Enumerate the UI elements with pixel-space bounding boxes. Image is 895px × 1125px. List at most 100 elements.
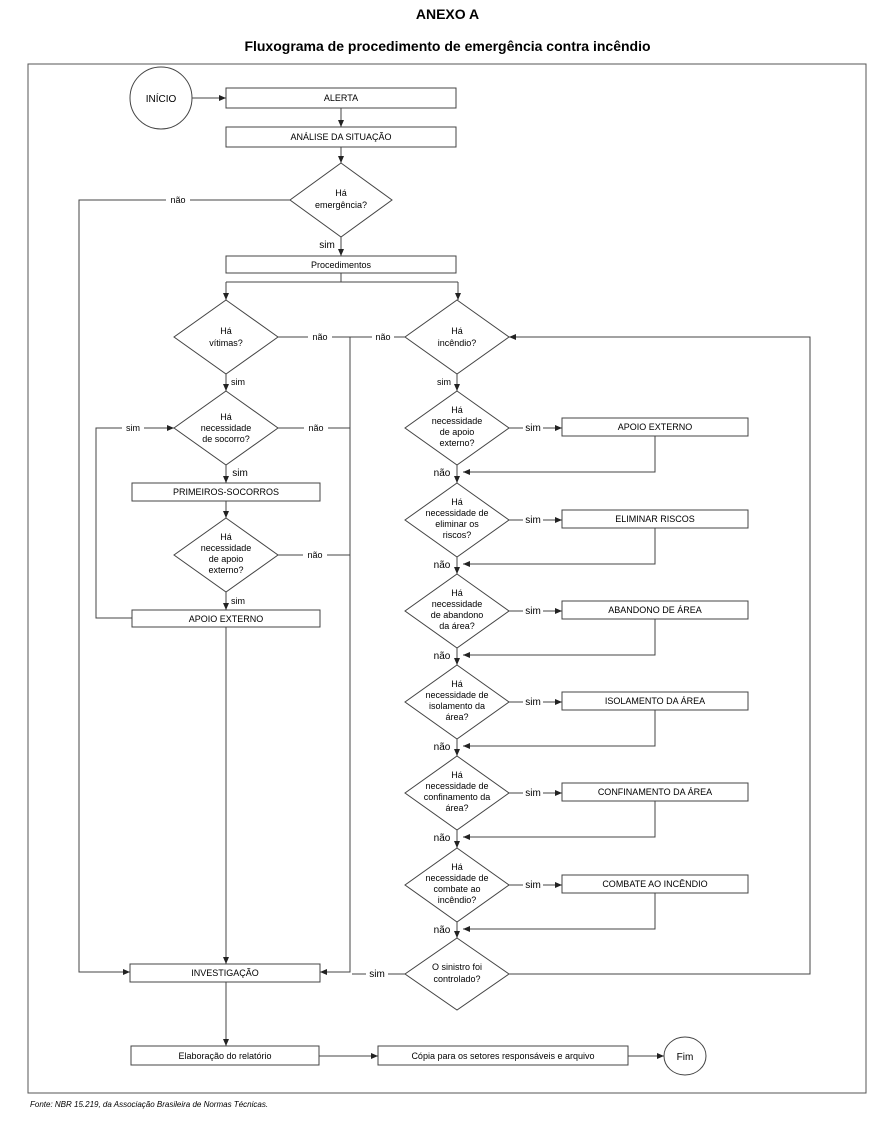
decision-confine-area-line-3: confinamento da (424, 792, 491, 802)
label-nao-external-left: não (307, 550, 322, 560)
external-support-left-decision: Há necessidade de apoio externo? (173, 517, 279, 593)
decision-abandon-area-line-2: necessidade (432, 599, 483, 609)
label-nao-fire: não (375, 332, 390, 342)
emergency-decision: Há emergência? (289, 162, 393, 238)
procedures-label: Procedimentos (311, 260, 372, 270)
rescue-line-2: necessidade (201, 423, 252, 433)
decision-external-support-line-4: externo? (439, 438, 474, 448)
decision-fight-fire-line-2: necessidade de (425, 873, 488, 883)
external-support-left-line-1: Há (220, 532, 232, 542)
victims-line-1: Há (220, 326, 232, 336)
copy-archive-label: Cópia para os setores responsáveis e arq… (411, 1051, 594, 1061)
decision-isolate-area-line-3: isolamento da (429, 701, 485, 711)
label-nao-d5: não (434, 833, 451, 844)
rescue-line-1: Há (220, 412, 232, 422)
alert-label: ALERTA (324, 93, 358, 103)
page-title: Fluxograma de procedimento de emergência… (244, 38, 651, 54)
decision-external-support-line-2: necessidade (432, 416, 483, 426)
action-isolate-area: ISOLAMENTO DA ÁREA (561, 691, 749, 711)
label-sim-d1: sim (525, 423, 541, 434)
label-sim-d2: sim (525, 515, 541, 526)
external-support-left-line-3: de apoio (209, 554, 244, 564)
label-nao-d4: não (434, 742, 451, 753)
decision-isolate-area: Há necessidade de isolamento da área? (404, 664, 510, 740)
action-external-support: APOIO EXTERNO (561, 417, 749, 437)
decision-eliminate-risks: Há necessidade de eliminar os riscos? (404, 482, 510, 558)
label-nao-rescue: não (308, 423, 323, 433)
label-sim-d6: sim (525, 880, 541, 891)
decision-abandon-area-line-3: de abandono (431, 610, 484, 620)
decision-external-support-line-1: Há (451, 405, 463, 415)
decision-confine-area: Há necessidade de confinamento da área? (404, 755, 510, 831)
rescue-decision: Há necessidade de socorro? (173, 390, 279, 466)
action-eliminate-risks-label: ELIMINAR RISCOS (615, 514, 695, 524)
decision-controlled: O sinistro foi controlado? (404, 937, 510, 1011)
decision-confine-area-line-1: Há (451, 770, 463, 780)
fire-line-1: Há (451, 326, 463, 336)
decision-external-support: Há necessidade de apoio externo? (404, 390, 510, 466)
emergency-line-1: Há (335, 188, 347, 198)
victims-line-2: vítimas? (209, 338, 243, 348)
label-sim-d3: sim (525, 606, 541, 617)
external-support-left-line-2: necessidade (201, 543, 252, 553)
external-support-left-line-4: externo? (208, 565, 243, 575)
analysis-box: ANÁLISE DA SITUAÇÃO (225, 126, 457, 148)
analysis-label: ANÁLISE DA SITUAÇÃO (290, 132, 391, 142)
label-nao-emergency: não (170, 195, 185, 205)
action-isolate-area-label: ISOLAMENTO DA ÁREA (605, 696, 705, 706)
first-aid-label: PRIMEIROS-SOCORROS (173, 487, 279, 497)
procedures-box: Procedimentos (225, 255, 457, 274)
external-support-left-box: APOIO EXTERNO (131, 609, 321, 628)
investigation-box: INVESTIGAÇÃO (129, 963, 321, 983)
decision-isolate-area-line-2: necessidade de (425, 690, 488, 700)
label-nao-d1: não (434, 468, 451, 479)
decision-fight-fire-line-3: combate ao (433, 884, 480, 894)
decision-external-support-line-3: de apoio (440, 427, 475, 437)
emergency-line-2: emergência? (315, 200, 367, 210)
decision-confine-area-line-4: área? (445, 803, 468, 813)
label-sim-external-left: sim (231, 596, 245, 606)
label-sim-victims: sim (231, 377, 245, 387)
copy-archive-box: Cópia para os setores responsáveis e arq… (377, 1045, 629, 1066)
label-nao-d3: não (434, 651, 451, 662)
decision-isolate-area-line-1: Há (451, 679, 463, 689)
start-node: INÍCIO (129, 66, 193, 130)
annex-label: ANEXO A (415, 6, 480, 22)
label-sim-emergency: sim (319, 240, 335, 251)
external-support-left-label: APOIO EXTERNO (189, 614, 264, 624)
action-abandon-area: ABANDONO DE ÁREA (561, 600, 749, 620)
decision-fight-fire: Há necessidade de combate ao incêndio? (404, 847, 510, 923)
decision-abandon-area: Há necessidade de abandono da área? (404, 573, 510, 649)
label-sim-controlled: sim (369, 969, 385, 980)
decision-eliminate-risks-line-4: riscos? (443, 530, 472, 540)
label-nao-d2: não (434, 560, 451, 571)
label-nao-victims: não (312, 332, 327, 342)
decision-abandon-area-line-1: Há (451, 588, 463, 598)
label-sim-d4: sim (525, 697, 541, 708)
fire-line-2: incêndio? (438, 338, 477, 348)
end-node: Fim (663, 1036, 707, 1076)
decision-controlled-line-1: O sinistro foi (432, 962, 482, 972)
decision-eliminate-risks-line-3: eliminar os (435, 519, 479, 529)
label-sim-d5: sim (525, 788, 541, 799)
victims-decision: Há vítimas? (173, 299, 279, 375)
decision-eliminate-risks-line-1: Há (451, 497, 463, 507)
decision-eliminate-risks-line-2: necessidade de (425, 508, 488, 518)
investigation-label: INVESTIGAÇÃO (191, 968, 259, 978)
end-label: Fim (677, 1052, 694, 1063)
decision-fight-fire-line-1: Há (451, 862, 463, 872)
action-external-support-label: APOIO EXTERNO (618, 422, 693, 432)
start-label: INÍCIO (146, 92, 177, 105)
diagram-frame (27, 63, 867, 1094)
action-fight-fire-label: COMBATE AO INCÊNDIO (602, 879, 707, 889)
label-sim-rescue-loop: sim (126, 423, 140, 433)
label-sim-fire: sim (437, 377, 451, 387)
decision-fight-fire-line-4: incêndio? (438, 895, 477, 905)
action-confine-area-label: CONFINAMENTO DA ÁREA (598, 787, 712, 797)
source-note: Fonte: NBR 15.219, da Associação Brasile… (30, 1100, 269, 1109)
decision-controlled-line-2: controlado? (433, 974, 480, 984)
action-eliminate-risks: ELIMINAR RISCOS (561, 509, 749, 529)
rescue-line-3: de socorro? (202, 434, 250, 444)
decision-isolate-area-line-4: área? (445, 712, 468, 722)
